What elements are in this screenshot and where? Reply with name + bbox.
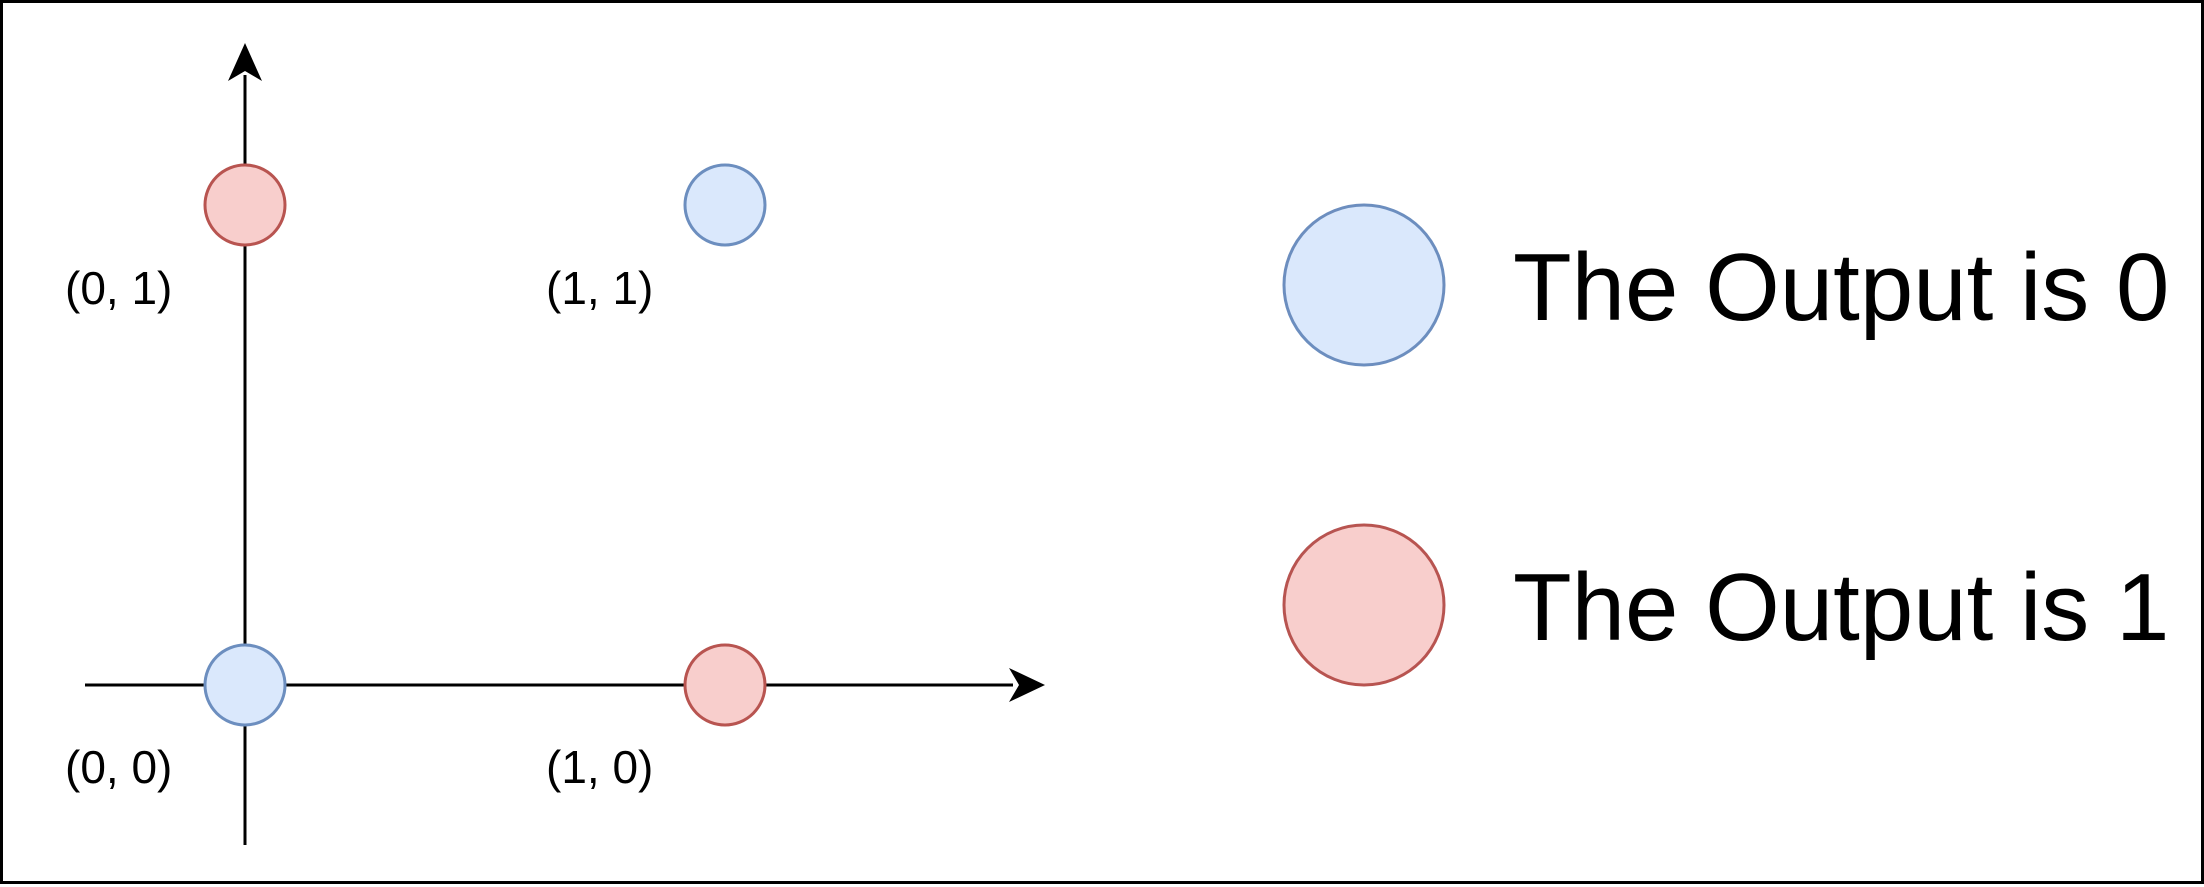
point-label-0-0: (0, 0) [65,741,172,793]
data-points [203,163,767,727]
y-axis-arrowhead [228,43,262,81]
legend-label-output-0: The Output is 0 [1513,234,2169,341]
diagram-canvas: (0, 0) (1, 0) (0, 1) (1, 1) The Output i… [65,43,2169,845]
point-labels: (0, 0) (1, 0) (0, 1) (1, 1) [65,262,653,793]
data-point-1-1 [683,163,767,247]
data-point-1-0 [683,643,767,727]
legend: The Output is 0 The Output is 1 [1282,203,2169,687]
legend-item-output-0: The Output is 0 [1282,203,2169,367]
legend-swatch-output-0 [1282,203,1446,367]
point-label-1-1: (1, 1) [546,262,653,314]
legend-item-output-1: The Output is 1 [1282,523,2169,687]
data-point-0-0 [203,643,287,727]
legend-label-output-1: The Output is 1 [1513,554,2169,661]
legend-swatch-output-1 [1282,523,1446,687]
point-label-1-0: (1, 0) [546,741,653,793]
x-axis-arrowhead [1009,668,1045,702]
data-point-0-1 [203,163,287,247]
point-label-0-1: (0, 1) [65,262,172,314]
